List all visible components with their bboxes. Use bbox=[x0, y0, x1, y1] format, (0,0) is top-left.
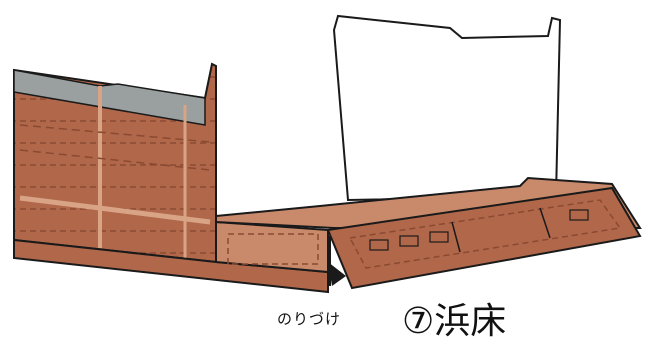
glue-point-arrow bbox=[328, 236, 346, 286]
front-flap-panel bbox=[326, 186, 642, 290]
floor-base-left bbox=[13, 220, 329, 294]
back-wall-panel bbox=[13, 62, 217, 264]
glue-label: のりづけ bbox=[277, 310, 342, 328]
step-title: ⑦浜床 bbox=[402, 301, 507, 342]
white-backing-panel bbox=[332, 14, 562, 202]
